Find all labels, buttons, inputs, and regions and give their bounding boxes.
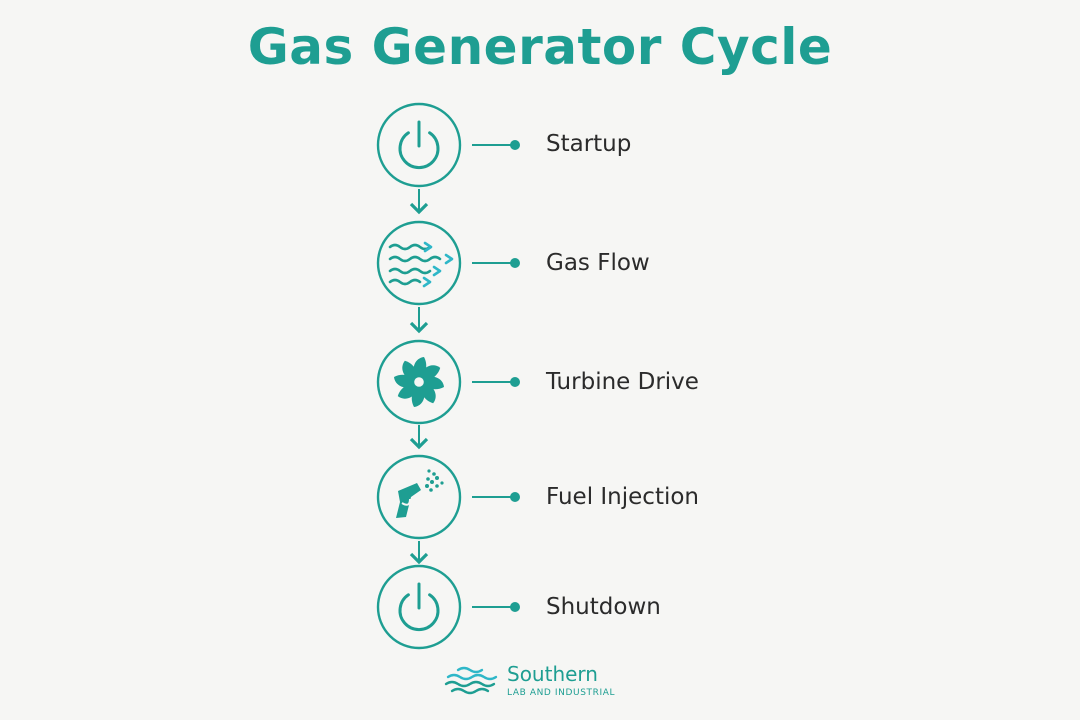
step-circle — [376, 564, 462, 650]
step-label-shutdown: Shutdown — [546, 594, 661, 620]
gas-flow-icon — [388, 241, 454, 288]
connector-dot — [510, 602, 520, 612]
logo-subtitle: LAB AND INDUSTRIAL — [507, 688, 616, 698]
step-label-startup: Startup — [546, 131, 632, 157]
page-title: Gas Generator Cycle — [247, 18, 833, 76]
connector-dot — [510, 258, 520, 268]
step-gas-flow — [376, 220, 520, 306]
fuel-nozzle-icon — [396, 469, 444, 518]
power-icon — [398, 582, 440, 631]
connector-dot — [510, 492, 520, 502]
step-label-gas-flow: Gas Flow — [546, 250, 650, 276]
connector-dot — [510, 377, 520, 387]
wave-logo-icon — [444, 666, 498, 695]
step-label-turbine-drive: Turbine Drive — [546, 369, 699, 395]
company-logo: Southern LAB AND INDUSTRIAL — [444, 660, 644, 704]
step-circle — [376, 339, 462, 425]
connector-dot — [510, 140, 520, 150]
step-circle — [376, 220, 462, 306]
step-shutdown — [376, 564, 520, 650]
step-circle — [376, 102, 462, 188]
step-fuel-injection — [376, 454, 520, 540]
step-label-fuel-injection: Fuel Injection — [546, 484, 700, 510]
step-turbine-drive — [376, 339, 520, 425]
logo-name: Southern — [507, 662, 598, 686]
turbine-fan-icon — [394, 357, 444, 407]
power-icon — [398, 120, 440, 169]
step-circle — [376, 454, 462, 540]
step-startup — [376, 102, 520, 188]
